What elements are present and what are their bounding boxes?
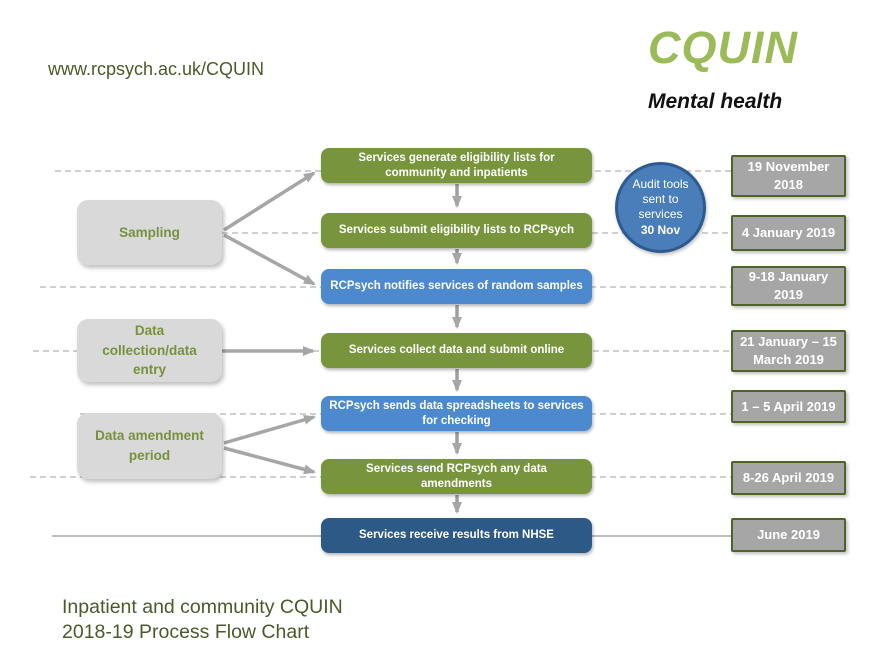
step-box-send-spreadsheets: RCPsych sends data spreadsheets to servi… [321, 396, 592, 431]
audit-note-text: Audit tools sent to services [632, 177, 689, 221]
phase-box-sampling: Sampling [77, 200, 222, 265]
step-label: Services generate eligibility lists for … [358, 151, 555, 179]
step-box-submit-lists: Services submit eligibility lists to RCP… [321, 213, 592, 248]
date-box-3: 9-18 January 2019 [731, 266, 846, 306]
audit-note-date: 30 Nov [640, 223, 681, 237]
step-label: RCPsych sends data spreadsheets to servi… [329, 399, 584, 427]
phase-label: Sampling [119, 224, 180, 240]
phase-box-data-amendment: Data amendment period [77, 413, 222, 479]
mental-health-subtitle: Mental health [648, 90, 783, 113]
date-box-1: 19 November 2018 [731, 155, 846, 197]
caption-line-1: Inpatient and community CQUIN [62, 596, 343, 618]
date-box-6: 8-26 April 2019 [731, 461, 846, 495]
step-box-notify-samples: RCPsych notifies services of random samp… [321, 269, 592, 304]
date-box-5: 1 – 5 April 2019 [731, 390, 846, 423]
step-label: Services receive results from NHSE [359, 529, 554, 542]
cquin-title: CQUIN [648, 22, 798, 73]
phase-label: Data collection/data entry [102, 323, 197, 378]
slide-caption: Inpatient and community CQUIN 2018-19 Pr… [62, 595, 343, 646]
phase-box-data-collection: Data collection/data entry [77, 319, 222, 382]
date-box-4: 21 January – 15 March 2019 [731, 330, 846, 372]
website-url: www.rcpsych.ac.uk/CQUIN [48, 59, 265, 79]
caption-line-2: 2018-19 Process Flow Chart [62, 621, 310, 644]
phase-arrows [222, 171, 316, 475]
date-box-7: June 2019 [731, 518, 846, 552]
step-label: Services send RCPsych any data amendment… [366, 462, 547, 490]
phase-label: Data amendment period [95, 428, 204, 463]
step-box-send-amendments: Services send RCPsych any data amendment… [321, 459, 592, 494]
step-label: Services submit eligibility lists to RCP… [338, 224, 575, 237]
date-box-2: 4 January 2019 [731, 215, 846, 251]
step-label: RCPsych notifies services of random samp… [330, 280, 583, 293]
step-label: Services collect data and submit online [348, 344, 565, 357]
step-box-generate-lists: Services generate eligibility lists for … [321, 148, 592, 183]
step-box-collect-data: Services collect data and submit online [321, 333, 592, 368]
step-box-receive-results: Services receive results from NHSE [321, 518, 592, 553]
audit-tools-circle: Audit tools sent to services 30 Nov [615, 162, 706, 253]
